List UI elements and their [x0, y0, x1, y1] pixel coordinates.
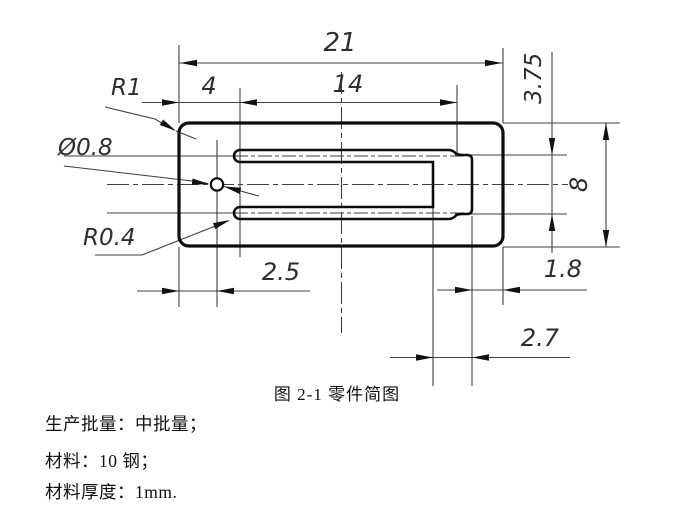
centerlines: [107, 72, 568, 333]
note-material: 材料：10 钢；: [45, 451, 159, 471]
dim-arrowhead: [240, 99, 257, 106]
hole-circle: [209, 177, 225, 192]
dim-total-width-label: 21: [323, 28, 356, 58]
dim-arrowhead: [440, 99, 457, 106]
leader-arrowhead-hole: [191, 178, 209, 185]
dim-slot-radius-label: R0.4: [83, 225, 136, 251]
dim-hole-dia-label: Ø0.8: [57, 135, 113, 161]
dim-arrowhead: [602, 230, 610, 247]
leader-arrowhead-hole-right: [224, 186, 242, 194]
leader-arrowhead-r04: [212, 220, 230, 230]
part-outline: [177, 121, 505, 248]
arrowheads: [159, 59, 610, 361]
leader-r1: [104, 106, 175, 131]
dim-arrowhead: [416, 354, 433, 361]
dim-arrowhead: [217, 287, 234, 295]
part-drawing: 21 4 14 3.75 8 R1 Ø0.8 R0.4 2.5 1.8 2.7: [57, 28, 620, 386]
dim-step-width-label: 2.7: [521, 324, 560, 352]
dim-arrowhead: [162, 99, 179, 106]
dim-right-margin-label: 1.8: [544, 255, 582, 283]
dim-arrowhead: [602, 123, 610, 140]
part-geometry: [177, 121, 505, 248]
dim-arrowhead: [180, 59, 197, 67]
dim-corner-radius-label: R1: [111, 75, 142, 101]
dim-left-offset-label: 4: [201, 72, 216, 100]
figure-caption: 图 2-1 零件简图: [273, 385, 401, 404]
dim-total-height-label: 8: [565, 177, 593, 192]
dim-arrowhead: [472, 354, 489, 361]
note-production-batch: 生产批量：中批量；: [45, 414, 207, 434]
dim-arrowhead: [548, 138, 556, 155]
dim-step-height-label: 3.75: [521, 53, 547, 104]
dim-arrowhead: [548, 214, 556, 231]
dimension-labels: 21 4 14 3.75 8 R1 Ø0.8 R0.4 2.5 1.8 2.7: [57, 28, 593, 352]
dim-arrowhead: [162, 287, 179, 295]
leader-hole: [63, 165, 209, 185]
dim-arrowhead: [485, 59, 502, 67]
note-material-thickness: 材料厚度：1mm.: [45, 482, 178, 502]
leader-r04: [141, 220, 229, 256]
slot-outline: [232, 148, 474, 221]
dim-slot-length-label: 14: [333, 70, 364, 98]
dim-arrowhead: [455, 286, 472, 294]
dim-hole-offset-label: 2.5: [262, 258, 300, 286]
dim-arrowhead: [503, 286, 520, 294]
leader-arrowhead-r1: [159, 119, 176, 131]
